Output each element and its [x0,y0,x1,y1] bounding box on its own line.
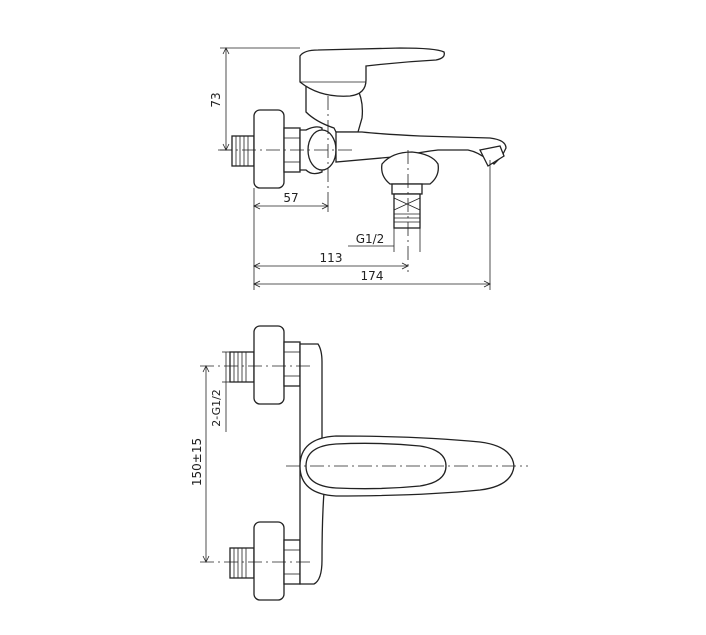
side-outlet-thread [393,193,421,229]
dim-113: 113 [253,251,409,270]
dim-57-label: 57 [283,191,298,205]
dim-174-label: 174 [361,269,384,283]
front-view: 150±15 2-G1/2 [190,325,528,601]
dim-2g12-label: 2-G1/2 [210,389,223,427]
side-diverter-body [381,151,439,185]
dim-g12-label: G1/2 [356,232,385,246]
side-diverter-nut [391,183,423,195]
side-wall-flange [253,109,285,189]
dim-150: 150±15 [190,365,210,563]
side-view: 73 57 G1/2 113 [209,47,507,290]
dim-150-label: 150±15 [190,438,204,486]
dim-174: 174 [253,160,491,290]
dim-113-label: 113 [320,251,343,265]
dim-57: 57 [253,188,329,290]
side-spout [335,131,507,165]
dim-g12: G1/2 [348,228,421,252]
dim-73-label: 73 [209,92,223,107]
dim-2g12: 2-G1/2 [210,351,230,432]
dim-73: 73 [209,47,300,151]
side-lever-handle [299,47,445,97]
side-aerator [479,145,505,167]
side-inlet-thread [231,135,255,167]
front-lower-inlet [229,521,301,601]
front-upper-inlet [229,325,301,405]
